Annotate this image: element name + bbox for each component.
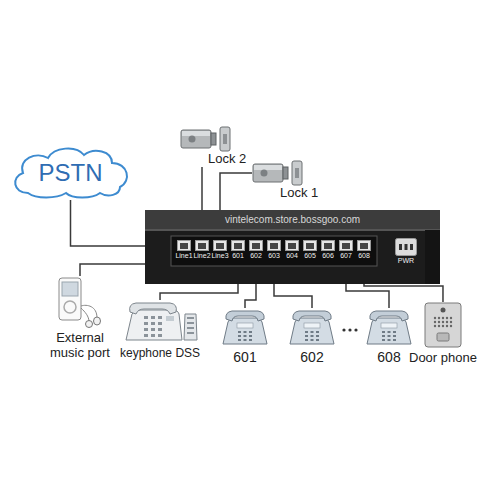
extension-phone: 608 (364, 308, 414, 365)
port-icon (195, 240, 209, 251)
port-label: 605 (304, 252, 316, 260)
port-label: 608 (358, 252, 370, 260)
port-label: 607 (340, 252, 352, 260)
lock-icon (252, 160, 304, 186)
port-icon (177, 240, 191, 251)
music-player: External music port (41, 276, 119, 361)
node-label: Lock 1 (280, 186, 318, 201)
port-jack: Line1 (175, 240, 193, 260)
door-lock: Lock 2 (180, 126, 246, 167)
node-label: vintelecom.store.bossgoo.com (145, 210, 440, 226)
port-label: 603 (268, 252, 280, 260)
port-icon (285, 240, 299, 251)
node-label: Door phone (409, 351, 477, 366)
power-icon (395, 238, 417, 256)
wire-connector (80, 264, 145, 276)
port-icon (213, 240, 227, 251)
port-icon (303, 240, 317, 251)
port-jack: 603 (265, 240, 283, 260)
pbx-unit: vintelecom.store.bossgoo.comLine1Line2Li… (145, 210, 440, 284)
port-jack: Line3 (211, 240, 229, 260)
port-jack: Line2 (193, 240, 211, 260)
port-jack: 607 (337, 240, 355, 260)
cloud-network: PSTN (8, 145, 133, 200)
port-jack: 608 (355, 240, 373, 260)
extension-phone: 602 (287, 308, 337, 365)
port-label: Line3 (211, 252, 228, 260)
power-socket: PWR (393, 238, 419, 265)
door-icon (423, 302, 463, 348)
port-label: 604 (286, 252, 298, 260)
port-label: 601 (232, 252, 244, 260)
door-phone: Door phone (409, 302, 477, 366)
node-label: keyphone DSS (120, 347, 200, 361)
port-jack: 606 (319, 240, 337, 260)
phone-icon (364, 308, 414, 346)
port-label: Line2 (193, 252, 210, 260)
port-jack: 602 (247, 240, 265, 260)
node-label: 601 (233, 349, 256, 365)
ellipsis-dot (354, 328, 357, 331)
port-jack: 601 (229, 240, 247, 260)
port-jack: 605 (301, 240, 319, 260)
port-icon (357, 240, 371, 251)
port-label: Line1 (175, 252, 192, 260)
music-icon (57, 276, 103, 328)
keyphone-console: keyphone DSS (120, 300, 200, 361)
extension-phone: 601 (220, 308, 270, 365)
port-jack: 604 (283, 240, 301, 260)
node-label: Lock 2 (208, 152, 246, 167)
phone-icon (220, 308, 270, 346)
ellipsis-dot (348, 328, 351, 331)
node-label: 608 (377, 349, 400, 365)
port-icon (339, 240, 353, 251)
ellipsis-dot (342, 328, 345, 331)
port-icon (321, 240, 335, 251)
port-icon (249, 240, 263, 251)
node-label: 602 (300, 349, 323, 365)
phone-icon (287, 308, 337, 346)
port-label: 602 (250, 252, 262, 260)
keyphone-icon (122, 300, 198, 344)
port-label: 606 (322, 252, 334, 260)
node-label: PSTN (38, 159, 102, 187)
lock-icon (180, 126, 232, 152)
port-label: PWR (398, 257, 414, 265)
node-label: External music port (41, 331, 119, 361)
port-icon (231, 240, 245, 251)
door-lock: Lock 1 (252, 160, 318, 201)
port-icon (267, 240, 281, 251)
